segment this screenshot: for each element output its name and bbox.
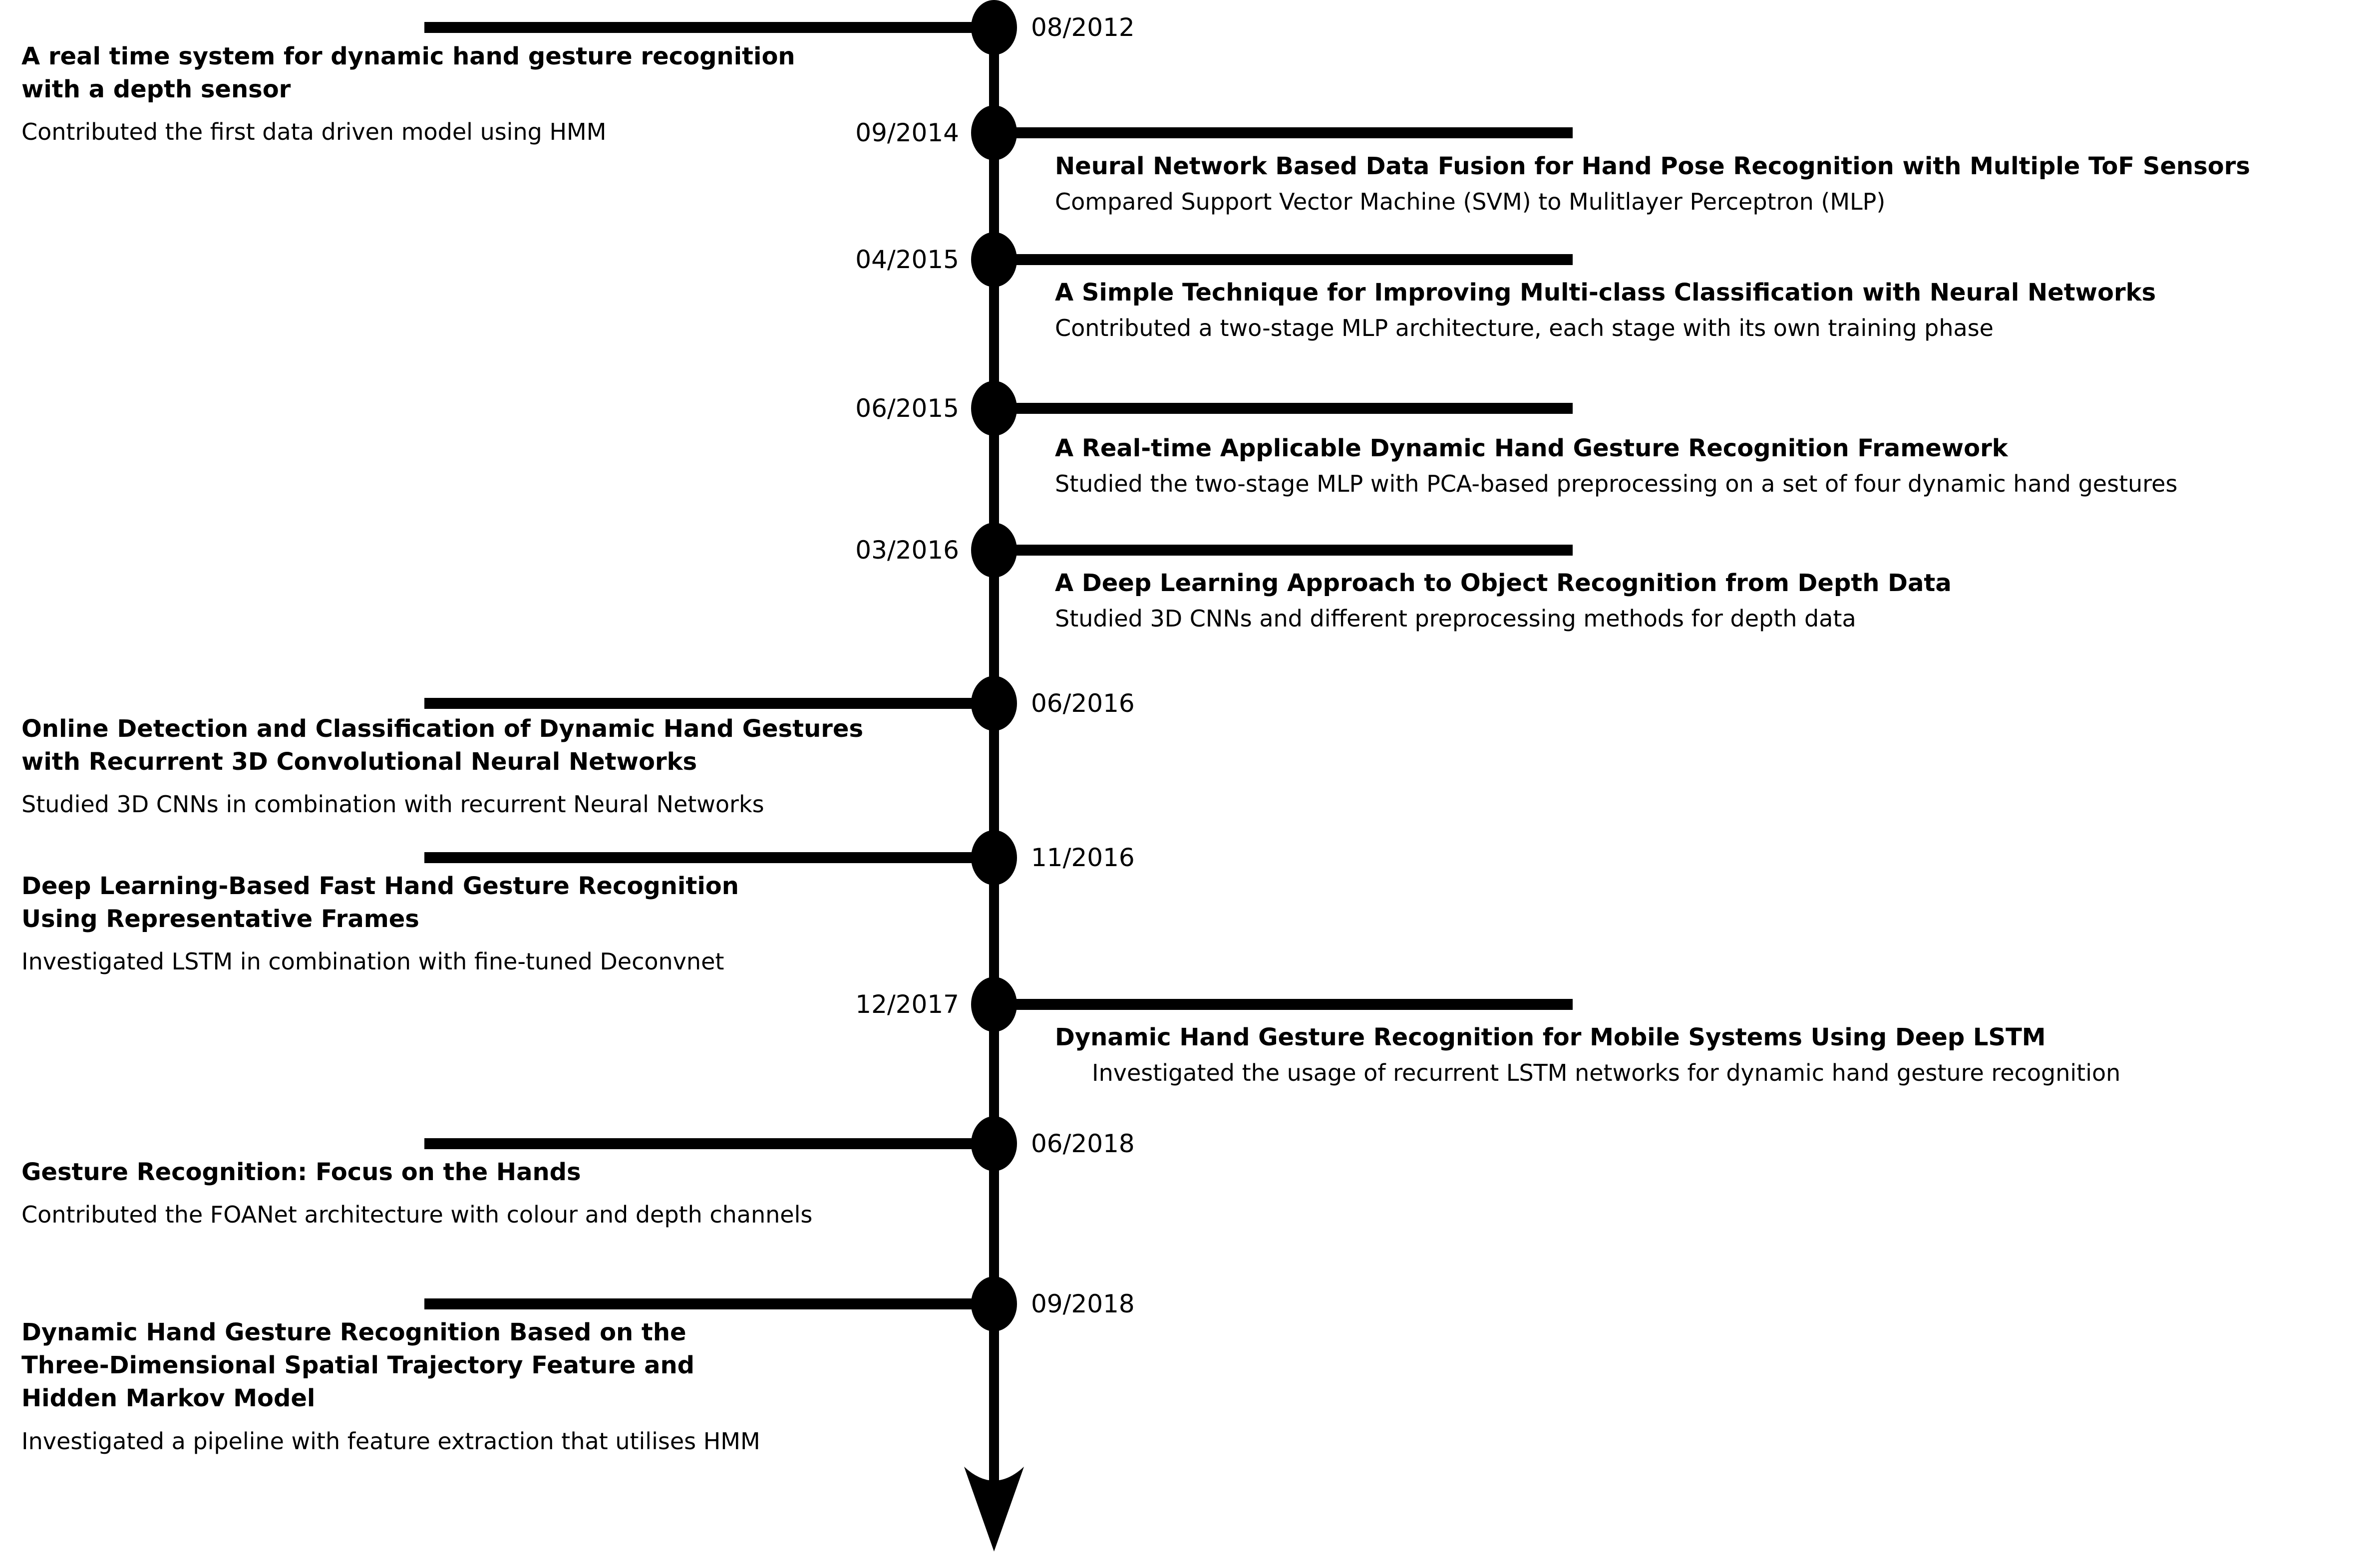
entry-title: A Deep Learning Approach to Object Recog…: [1055, 569, 1952, 597]
entry-description: Contributed a two-stage MLP architecture…: [1055, 314, 1994, 342]
entry-title: A real time system for dynamic hand gest…: [21, 42, 795, 104]
timeline-dot: [971, 523, 1017, 578]
connector-line: [424, 22, 994, 33]
entry-title: Gesture Recognition: Focus on the Hands: [21, 1158, 581, 1186]
entry-date: 12/2017: [855, 990, 959, 1019]
entry-title: Dynamic Hand Gesture Recognition for Mob…: [1055, 1023, 2046, 1051]
connector-line: [424, 1138, 994, 1149]
connector-line: [994, 999, 1573, 1010]
entry-date: 09/2014: [855, 118, 959, 147]
entry-date: 08/2012: [1031, 13, 1135, 42]
entry-date: 06/2018: [1031, 1129, 1135, 1158]
timeline-dot: [971, 105, 1017, 160]
timeline-dot: [971, 676, 1017, 731]
entry-description: Investigated LSTM in combination with fi…: [21, 948, 724, 975]
entry-title: Online Detection and Classification of D…: [21, 715, 864, 776]
entry-title: A Real-time Applicable Dynamic Hand Gest…: [1055, 434, 2008, 462]
connector-line: [424, 698, 994, 709]
connector-line: [424, 852, 994, 863]
entry-title: A Simple Technique for Improving Multi-c…: [1055, 279, 2156, 307]
entry-title: Dynamic Hand Gesture Recognition Based o…: [21, 1318, 695, 1413]
timeline-dot: [971, 0, 1017, 55]
connector-line: [424, 1298, 994, 1309]
connector-line: [994, 403, 1573, 414]
entry-date: 06/2015: [855, 394, 959, 423]
entry-date: 09/2018: [1031, 1289, 1135, 1318]
arrow-down-icon: [964, 1467, 1024, 1552]
entry-date: 04/2015: [855, 245, 959, 274]
timeline-dot: [971, 381, 1017, 436]
entry-description: Investigated a pipeline with feature ext…: [21, 1427, 760, 1455]
entry-description: Investigated the usage of recurrent LSTM…: [1092, 1059, 2121, 1087]
entry-description: Contributed the FOANet architecture with…: [21, 1201, 813, 1229]
entry-description: Contributed the first data driven model …: [21, 118, 607, 146]
timeline-dot: [971, 232, 1017, 287]
entry-title: Neural Network Based Data Fusion for Han…: [1055, 152, 2250, 180]
entry-description: Compared Support Vector Machine (SVM) to…: [1055, 188, 1886, 216]
entry-description: Studied 3D CNNs in combination with recu…: [21, 791, 764, 818]
timeline-dot: [971, 1116, 1017, 1171]
connector-line: [994, 545, 1573, 556]
entry-title: Deep Learning-Based Fast Hand Gesture Re…: [21, 872, 739, 934]
timeline-dot: [971, 1276, 1017, 1331]
entry-date: 06/2016: [1031, 689, 1135, 718]
entry-description: Studied the two-stage MLP with PCA-based…: [1055, 470, 2178, 498]
entry-date: 11/2016: [1031, 843, 1135, 872]
entry-date: 03/2016: [855, 536, 959, 565]
timeline-dot: [971, 977, 1017, 1032]
connector-line: [994, 254, 1573, 265]
entry-description: Studied 3D CNNs and different preprocess…: [1055, 605, 1856, 632]
connector-line: [994, 127, 1573, 138]
timeline-dot: [971, 830, 1017, 885]
